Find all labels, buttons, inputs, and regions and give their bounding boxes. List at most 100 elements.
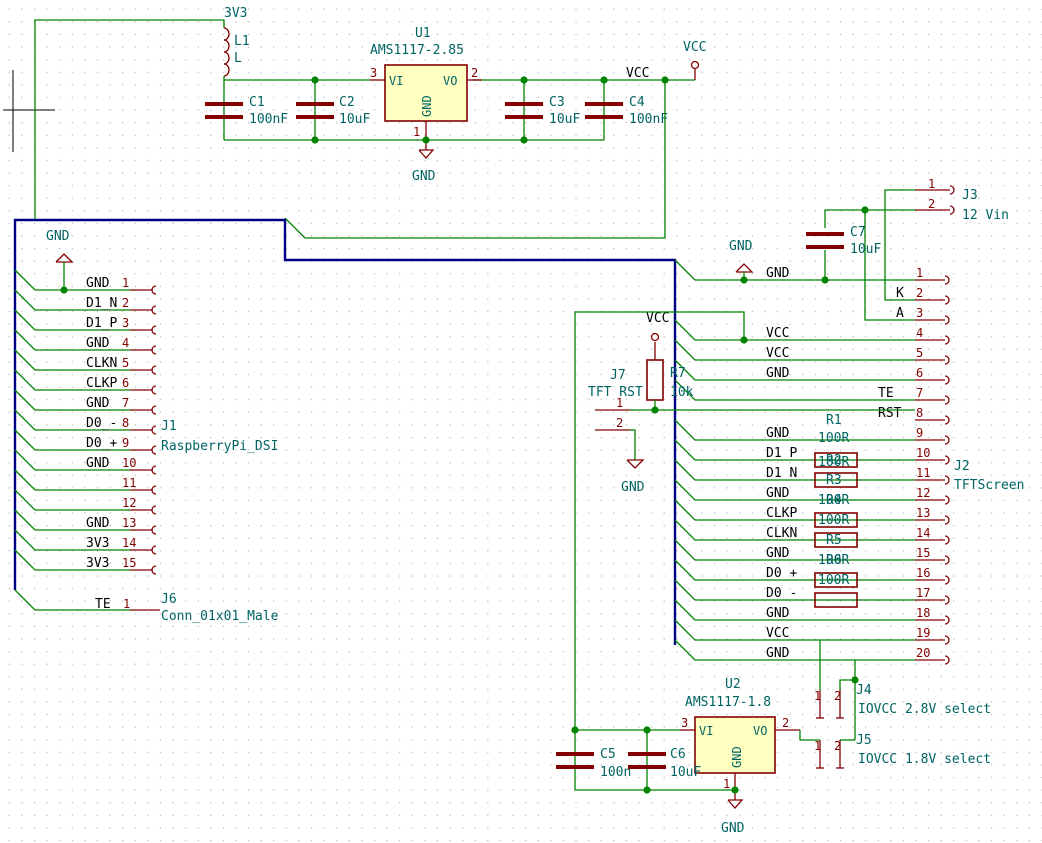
r5-value: 100R [818, 553, 849, 568]
capacitor-c5[interactable]: C5 100n [556, 747, 631, 780]
j1-pin-number: 10 [122, 456, 136, 470]
resistor-body[interactable] [814, 452, 858, 468]
r7-ref: R7 [670, 366, 686, 381]
gnd-symbol-j2: GND [729, 239, 829, 284]
jumper-j5[interactable]: 1 2 J5 IOVCC 1.8V select [814, 733, 991, 769]
r7-value: 10k [670, 385, 694, 400]
j7-value: TFT RST [588, 385, 643, 400]
j2-net-label: D1_P [766, 446, 797, 461]
capacitor-c4[interactable]: C4 100nF [585, 95, 668, 127]
power-3v3-label: 3V3 [224, 6, 247, 21]
j2-pin-number: 20 [916, 646, 930, 660]
gnd-label-j7: GND [621, 480, 645, 495]
j2-net-label: RST [878, 406, 902, 421]
j2-pin-number: 2 [916, 286, 923, 300]
j1-pin-number: 4 [122, 336, 129, 350]
j1-net-label: GND [86, 276, 110, 291]
j2-pin-number: 17 [916, 586, 930, 600]
resistor-body[interactable] [814, 512, 858, 528]
j1-pin-number: 3 [122, 316, 129, 330]
j1-value: RaspberryPi_DSI [161, 439, 278, 454]
j4-pin-1: 1 [814, 689, 821, 703]
j2-pin-number: 5 [916, 346, 923, 360]
vcc-net-label-j2: VCC [646, 311, 669, 326]
r3-value: 100R [818, 493, 849, 508]
r2-value: 100R [818, 455, 849, 470]
c4-value: 100nF [629, 112, 668, 127]
j1-net-label: D0_+ [86, 436, 117, 451]
j2-pin-number: 16 [916, 566, 930, 580]
connector-j6[interactable]: TE 1 J6 Conn_01x01_Male [14, 589, 279, 624]
j1-pin-number: 11 [122, 476, 136, 490]
j1-pin-number: 8 [122, 416, 129, 430]
regulator-u1[interactable]: VI VO GND 3 2 1 U1 AMS1117-2.85 [370, 26, 482, 150]
connector-j7[interactable]: 1 2 J7 TFT RST GND [588, 368, 915, 495]
vcc-power-flag: VCC [683, 40, 706, 80]
j2-pin-number: 7 [916, 386, 923, 400]
l1-value: L [234, 51, 242, 66]
cursor-crosshair [3, 70, 55, 152]
r1-value: 100R [818, 431, 849, 446]
j1-net-label: D1_P [86, 316, 117, 331]
j2-net-label: GND [766, 606, 790, 621]
j2-net-label: GND [766, 646, 790, 661]
u2-pin-1: 1 [723, 777, 730, 791]
resistor-body[interactable] [814, 472, 858, 488]
capacitor-c1[interactable]: C1 100nF [205, 95, 288, 127]
c1-ref: C1 [249, 95, 265, 110]
j2-pin-number: 10 [916, 446, 930, 460]
capacitor-c3[interactable]: C3 10uF [505, 95, 580, 127]
j5-pin-1: 1 [814, 739, 821, 753]
j2-net-label: VCC [766, 326, 789, 341]
u2-network: GND [571, 726, 745, 836]
resistor-r7[interactable]: R7 10k [646, 332, 694, 414]
regulator-u2[interactable]: VI VO GND 3 2 1 U2 AMS1117-1.8 [680, 677, 800, 800]
j1-pin-number: 14 [122, 536, 136, 550]
resistor-body[interactable] [814, 532, 858, 548]
j6-ref: J6 [161, 592, 177, 607]
inductor-l1[interactable]: L1 L [223, 27, 250, 77]
j2-net-label: A [896, 306, 904, 321]
capacitor-c7[interactable]: C7 10uF [806, 225, 881, 280]
u1-pin-vo: VO [443, 74, 457, 88]
vcc-power-label: VCC [683, 40, 706, 55]
u2-pin-vo: VO [753, 724, 767, 738]
j6-label: TE [95, 597, 111, 612]
j2-net-label: D0_+ [766, 566, 797, 581]
j2-pin-number: 19 [916, 626, 930, 640]
u1-pin-3: 3 [370, 66, 377, 80]
jumper-j4[interactable]: 1 2 J4 IOVCC 2.8V select [814, 683, 991, 719]
c6-value: 10uF [670, 765, 701, 780]
j2-pin-number: 15 [916, 546, 930, 560]
j5-pin-2: 2 [834, 739, 841, 753]
j3-ref: J3 [962, 188, 978, 203]
capacitor-c6[interactable]: C6 10uF [628, 747, 701, 780]
capacitor-c2[interactable]: C2 10uF [296, 95, 370, 127]
c3-ref: C3 [549, 95, 565, 110]
j1-net-label: D0_- [86, 416, 117, 431]
j2-net-label: D1_N [766, 466, 797, 481]
j2-net-label: CLKP [766, 506, 797, 521]
vcc-net-label-top: VCC [626, 66, 649, 81]
c5-value: 100n [600, 765, 631, 780]
j1-pin-number: 12 [122, 496, 136, 510]
j4-pin-2: 2 [834, 689, 841, 703]
j2-pin-number: 1 [916, 266, 923, 280]
j7-ref: J7 [610, 368, 626, 383]
j2-ref: J2 [954, 459, 970, 474]
j5-value: IOVCC 1.8V select [858, 752, 991, 767]
resistor-body[interactable] [814, 592, 858, 608]
j2-net-label: GND [766, 266, 790, 281]
u1-pin-1: 1 [413, 125, 420, 139]
resistor-body[interactable] [814, 572, 858, 588]
r4-value: 100R [818, 513, 849, 528]
jumper-wiring [799, 640, 859, 741]
j7-pin-2: 2 [616, 416, 623, 430]
j1-net-label: D1_N [86, 296, 117, 311]
connector-j3[interactable]: 1 2 J3 12 Vin [824, 177, 1009, 321]
j2-value: TFTScreen [954, 478, 1024, 493]
